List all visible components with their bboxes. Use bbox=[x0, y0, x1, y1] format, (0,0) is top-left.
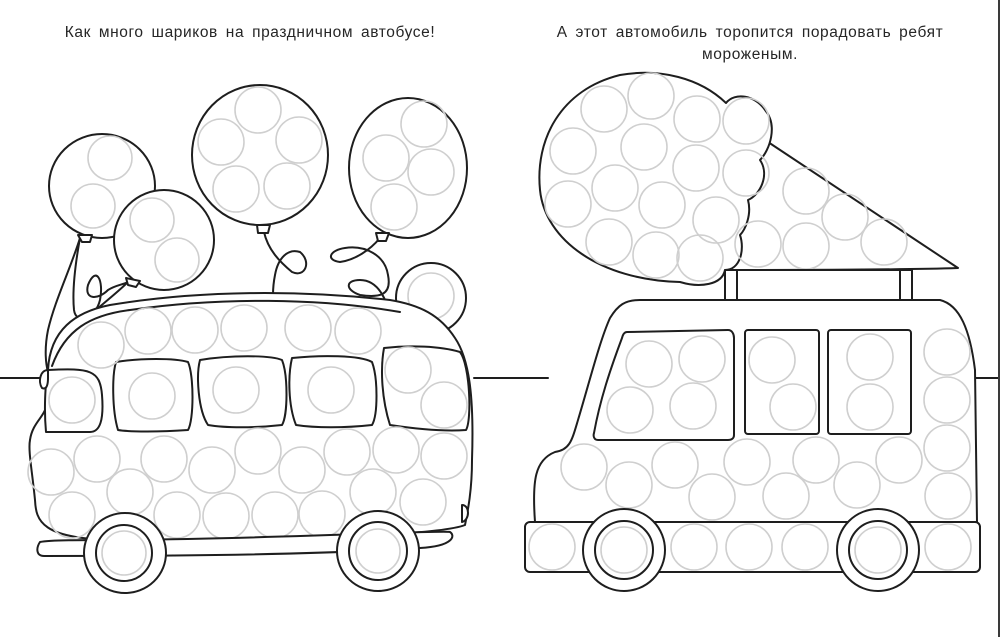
van-dots bbox=[560, 328, 972, 521]
van-bumper-dots bbox=[528, 523, 972, 571]
left-page-caption: Как много шариков на праздничном автобус… bbox=[0, 22, 500, 44]
van-windows bbox=[592, 329, 912, 441]
page-edge-line bbox=[998, 0, 1000, 637]
right-caption-line-1: А этот автомобиль торопится порадовать р… bbox=[556, 24, 944, 41]
bus-rear-wheel bbox=[336, 510, 420, 592]
balloon-4 bbox=[348, 97, 468, 242]
bus-rear-light bbox=[461, 504, 469, 523]
bus-windows bbox=[43, 345, 471, 433]
van-front-wheel bbox=[582, 508, 666, 592]
van-rear-wheel bbox=[836, 508, 920, 592]
ice-cream-scoop bbox=[538, 71, 773, 286]
bus-roof-line bbox=[51, 299, 401, 367]
left-caption-text: Как много шариков на праздничном автобус… bbox=[64, 24, 436, 41]
ice-cream-van-illustration bbox=[524, 71, 981, 592]
bus-front-wheel bbox=[83, 512, 167, 594]
balloon-2 bbox=[113, 189, 215, 291]
bus-illustration bbox=[27, 84, 474, 594]
ice-cream-dots bbox=[544, 72, 908, 282]
balloon-3 bbox=[191, 84, 329, 234]
bus-headlight bbox=[39, 369, 49, 390]
bus-roof-dots bbox=[77, 304, 382, 369]
right-caption-line-2: мороженым. bbox=[702, 46, 798, 63]
bus-body-dots bbox=[27, 426, 468, 540]
right-page-caption: А этот автомобиль торопится порадовать р… bbox=[530, 22, 970, 66]
roof-stand bbox=[724, 269, 913, 301]
